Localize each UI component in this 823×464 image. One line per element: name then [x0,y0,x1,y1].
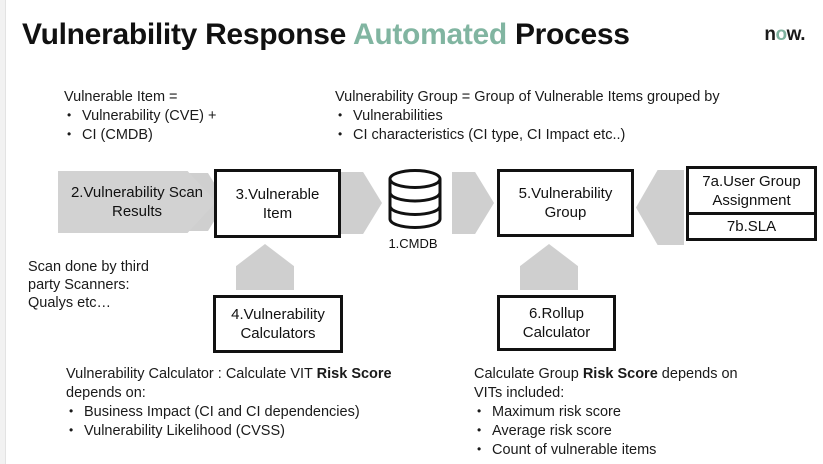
definition-vi-bullet-list: Vulnerability (CVE) + CI (CMDB) [64,106,216,145]
node-vulnerability-group-line2: Group [544,204,587,221]
node-cmdb[interactable]: 1.CMDB [385,168,445,251]
node-user-group-assignment-line1: 7a.User Group [702,172,801,190]
arrow-rollup-to-group-icon [520,244,578,290]
node-vulnerability-group-line1: 5.Vulnerability [518,185,613,202]
title-part-post: Process [506,18,630,51]
list-item: Maximum risk score [474,402,738,422]
note-calc-heading: Vulnerability Calculator : Calculate VIT… [66,365,392,384]
definition-vulnerability-group: Vulnerability Group = Group of Vulnerabl… [335,88,720,145]
note-calc-heading-bold: Risk Score [316,366,392,382]
node-vulnerable-item-line2: Item [262,204,293,222]
note-calc-heading-pre: Vulnerability Calculator : Calculate VIT [66,366,317,382]
note-scan-source-line3: Qualys etc… [28,295,111,311]
node-vulnerability-calculators-line2: Calculators [240,325,316,342]
node-cmdb-label: 1.CMDB [388,236,438,251]
note-group-heading-bold: Risk Score [582,366,658,382]
servicenow-logo: now. [764,24,805,46]
list-item: CI characteristics (CI type, CI Impact e… [335,125,720,145]
definition-vulnerable-item: Vulnerable Item = Vulnerability (CVE) + … [64,88,216,145]
list-item: Vulnerabilities [335,106,720,126]
list-item: Average risk score [474,421,738,441]
node-rollup-calculator[interactable]: 6.Rollup Calculator [497,295,616,351]
logo-letter-n: n [764,24,776,45]
definition-vi-heading: Vulnerable Item = [64,89,178,105]
node-user-group-assignment-sla[interactable]: 7a.User Group Assignment 7b.SLA [686,166,817,241]
note-vulnerability-calculator: Vulnerability Calculator : Calculate VIT… [66,365,392,441]
definition-vg-bullet-list: Vulnerabilities CI characteristics (CI t… [335,106,720,145]
list-item: Count of vulnerable items [474,440,738,460]
list-item: CI (CMDB) [64,125,216,145]
node-sla-label: 7b.SLA [726,218,777,235]
note-calc-bullet-list: Business Impact (CI and CI dependencies)… [66,402,392,441]
note-group-heading-pre: Calculate Group [474,366,583,382]
note-scan-source-line2: party Scanners: [28,277,130,293]
node-scan-results-line2: Scan Results [111,184,204,220]
node-rollup-calculator-line1: 6.Rollup [528,305,585,322]
note-scan-source: Scan done by third party Scanners: Qualy… [28,258,149,312]
node-sla[interactable]: 7b.SLA [686,215,817,241]
node-rollup-calculator-line2: Calculator [522,324,591,341]
arrow-item-to-cmdb-icon [340,172,382,234]
logo-letter-w: w. [786,24,806,45]
arrow-calculators-to-item-icon [236,244,294,290]
logo-letter-o: o [775,24,788,45]
list-item: Vulnerability Likelihood (CVSS) [66,421,392,441]
node-user-group-assignment[interactable]: 7a.User Group Assignment [686,166,817,215]
definition-vg-heading: Vulnerability Group = Group of Vulnerabl… [335,89,720,105]
note-group-bullet-list: Maximum risk score Average risk score Co… [474,402,738,460]
list-item: Business Impact (CI and CI dependencies) [66,402,392,422]
node-vulnerability-calculators[interactable]: 4.Vulnerability Calculators [213,295,343,353]
list-item: Vulnerability (CVE) + [64,106,216,126]
note-group-heading-post: depends on [657,366,738,382]
left-edge-strip [0,0,6,464]
node-vulnerability-group[interactable]: 5.Vulnerability Group [497,169,634,237]
arrow-assignment-to-group-icon [636,170,684,245]
arrow-cmdb-to-group-icon [452,172,494,234]
note-calc-heading-line2: depends on: [66,385,146,401]
node-scan-results-line1: 2.Vulnerability [70,184,165,201]
page-title: Vulnerability Response Automated Process [22,18,630,52]
node-vulnerability-scan-results[interactable]: 2.Vulnerability Scan Results [58,171,216,233]
node-vulnerable-item[interactable]: 3.Vulnerable Item [214,169,341,238]
node-vulnerable-item-line1: 3.Vulnerable [235,185,320,203]
note-group-calculator: Calculate Group Risk Score depends on VI… [474,365,738,460]
note-group-heading: Calculate Group Risk Score depends on [474,365,738,384]
node-user-group-assignment-line2: Assignment [712,191,791,209]
title-part-pre: Vulnerability Response [22,18,353,51]
note-group-heading-line2: VITs included: [474,385,565,401]
title-part-accent: Automated [352,18,507,51]
database-cylinder-icon [385,168,445,235]
note-scan-source-line1: Scan done by third [28,259,149,275]
node-vulnerability-calculators-line1: 4.Vulnerability [231,306,325,323]
